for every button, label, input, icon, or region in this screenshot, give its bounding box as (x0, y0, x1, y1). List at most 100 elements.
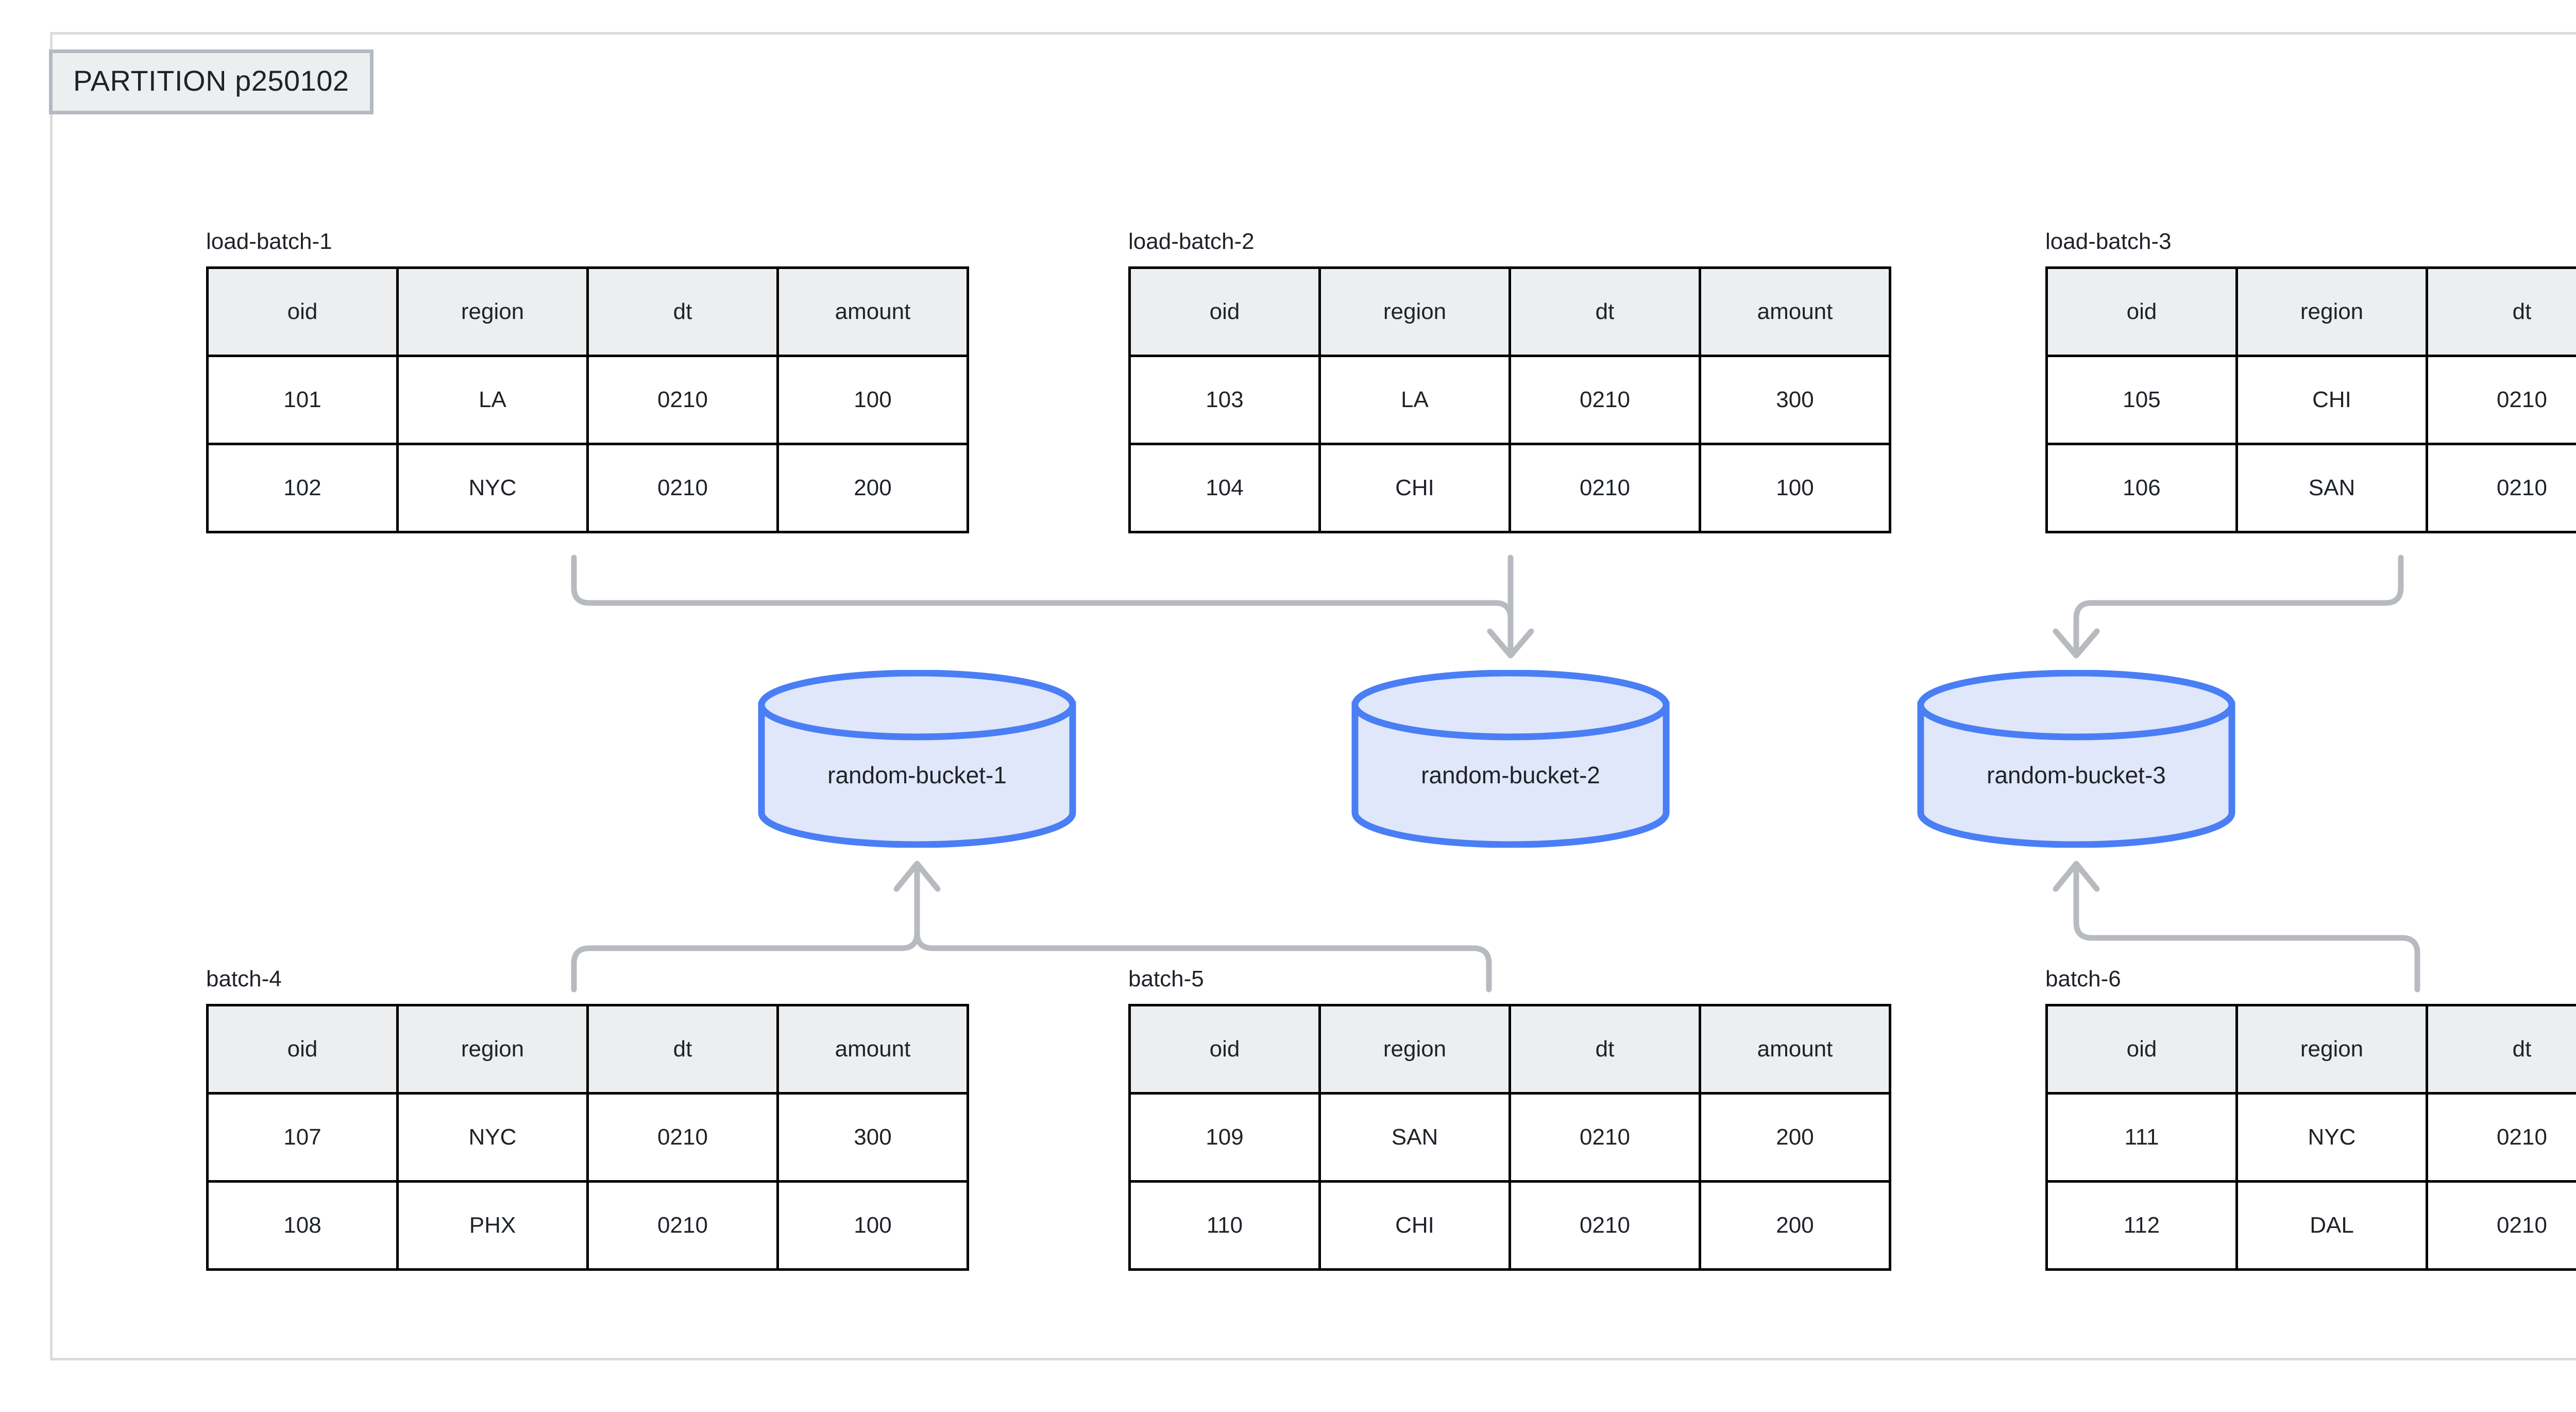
table-row: 109 SAN 0210 200 (1128, 1092, 1891, 1183)
cell-amount: 100 (1699, 443, 1891, 533)
cell-dt: 0210 (586, 1092, 779, 1183)
cell-dt: 0210 (2426, 443, 2576, 533)
batch-label: load-batch-3 (2045, 229, 2172, 254)
column-header-dt: dt (586, 1004, 779, 1095)
table-row: 105 CHI 0210 200 (2045, 355, 2576, 445)
bucket-random-bucket-3[interactable]: random-bucket-3 (1911, 670, 2241, 848)
cell-amount: 100 (776, 1180, 969, 1271)
table-header-row: oid region dt amount (2045, 1004, 2576, 1095)
cell-region: CHI (2235, 355, 2428, 445)
column-header-oid: oid (2045, 1004, 2238, 1095)
cell-region: NYC (396, 1092, 589, 1183)
cell-oid: 112 (2045, 1180, 2238, 1271)
cell-dt: 0210 (1509, 355, 1701, 445)
column-header-dt: dt (586, 266, 779, 357)
table-header-row: oid region dt amount (1128, 266, 1891, 357)
column-header-dt: dt (1509, 1004, 1701, 1095)
cell-oid: 109 (1128, 1092, 1321, 1183)
cell-dt: 0210 (586, 355, 779, 445)
cell-dt: 0210 (1509, 443, 1701, 533)
batch-table: oid region dt amount 111 NYC 0210 100 11… (2045, 1004, 2576, 1271)
table-row: 110 CHI 0210 200 (1128, 1180, 1891, 1271)
cell-oid: 102 (206, 443, 399, 533)
cell-dt: 0210 (1509, 1180, 1701, 1271)
column-header-region: region (396, 1004, 589, 1095)
cell-region: SAN (1318, 1092, 1511, 1183)
batch-group-batch-6: batch-6 oid region dt amount 111 NYC 021… (2045, 968, 2576, 1271)
cylinder-icon (758, 670, 1076, 848)
column-header-oid: oid (206, 266, 399, 357)
batch-label: load-batch-1 (206, 229, 332, 254)
batch-label: batch-6 (2045, 966, 2121, 991)
cell-amount: 200 (776, 443, 969, 533)
batch-table: oid region dt amount 107 NYC 0210 300 10… (206, 1004, 969, 1271)
bucket-label: random-bucket-2 (1421, 761, 1600, 788)
cell-oid: 105 (2045, 355, 2238, 445)
column-header-region: region (1318, 1004, 1511, 1095)
cell-region: NYC (396, 443, 589, 533)
column-header-region: region (1318, 266, 1511, 357)
cell-oid: 103 (1128, 355, 1321, 445)
cell-dt: 0210 (586, 443, 779, 533)
batch-group-load-batch-2: load-batch-2 oid region dt amount 103 LA… (1128, 230, 1891, 533)
table-row: 106 SAN 0210 100 (2045, 443, 2576, 533)
cell-region: PHX (396, 1180, 589, 1271)
column-header-region: region (2235, 1004, 2428, 1095)
column-header-region: region (2235, 266, 2428, 357)
column-header-dt: dt (2426, 266, 2576, 357)
table-header-row: oid region dt amount (206, 266, 969, 357)
cell-dt: 0210 (586, 1180, 779, 1271)
bucket-random-bucket-2[interactable]: random-bucket-2 (1346, 670, 1675, 848)
cell-oid: 104 (1128, 443, 1321, 533)
cell-region: DAL (2235, 1180, 2428, 1271)
batch-label: batch-5 (1128, 966, 1204, 991)
batch-table: oid region dt amount 105 CHI 0210 200 10… (2045, 266, 2576, 533)
table-row: 104 CHI 0210 100 (1128, 443, 1891, 533)
cell-amount: 300 (1699, 355, 1891, 445)
table-row: 112 DAL 0210 200 (2045, 1180, 2576, 1271)
table-header-row: oid region dt amount (1128, 1004, 1891, 1095)
column-header-oid: oid (206, 1004, 399, 1095)
batch-group-batch-4: batch-4 oid region dt amount 107 NYC 021… (206, 968, 969, 1271)
cell-dt: 0210 (2426, 1180, 2576, 1271)
column-header-dt: dt (2426, 1004, 2576, 1095)
column-header-dt: dt (1509, 266, 1701, 357)
cell-amount: 100 (776, 355, 969, 445)
cell-region: NYC (2235, 1092, 2428, 1183)
table-row: 107 NYC 0210 300 (206, 1092, 969, 1183)
cell-region: CHI (1318, 1180, 1511, 1271)
table-row: 103 LA 0210 300 (1128, 355, 1891, 445)
bucket-label: random-bucket-3 (1987, 761, 2166, 788)
batch-table: oid region dt amount 109 SAN 0210 200 11… (1128, 1004, 1891, 1271)
cell-amount: 200 (1699, 1180, 1891, 1271)
column-header-oid: oid (1128, 1004, 1321, 1095)
bucket-random-bucket-1[interactable]: random-bucket-1 (752, 670, 1082, 848)
cell-oid: 106 (2045, 443, 2238, 533)
cell-oid: 101 (206, 355, 399, 445)
table-header-row: oid region dt amount (206, 1004, 969, 1095)
cell-oid: 107 (206, 1092, 399, 1183)
batch-label: batch-4 (206, 966, 282, 991)
column-header-amount: amount (1699, 1004, 1891, 1095)
batch-group-load-batch-3: load-batch-3 oid region dt amount 105 CH… (2045, 230, 2576, 533)
batch-table: oid region dt amount 101 LA 0210 100 102… (206, 266, 969, 533)
column-header-oid: oid (2045, 266, 2238, 357)
cell-oid: 108 (206, 1180, 399, 1271)
cell-oid: 111 (2045, 1092, 2238, 1183)
batch-group-load-batch-1: load-batch-1 oid region dt amount 101 LA… (206, 230, 969, 533)
cell-dt: 0210 (2426, 355, 2576, 445)
cell-oid: 110 (1128, 1180, 1321, 1271)
cell-region: LA (396, 355, 589, 445)
column-header-amount: amount (1699, 266, 1891, 357)
cell-region: LA (1318, 355, 1511, 445)
table-row: 102 NYC 0210 200 (206, 443, 969, 533)
table-header-row: oid region dt amount (2045, 266, 2576, 357)
cylinder-icon (1351, 670, 1670, 848)
batch-label: load-batch-2 (1128, 229, 1255, 254)
batch-group-batch-5: batch-5 oid region dt amount 109 SAN 021… (1128, 968, 1891, 1271)
cell-region: CHI (1318, 443, 1511, 533)
partition-title: PARTITION p250102 (49, 49, 374, 114)
column-header-amount: amount (776, 266, 969, 357)
table-row: 101 LA 0210 100 (206, 355, 969, 445)
